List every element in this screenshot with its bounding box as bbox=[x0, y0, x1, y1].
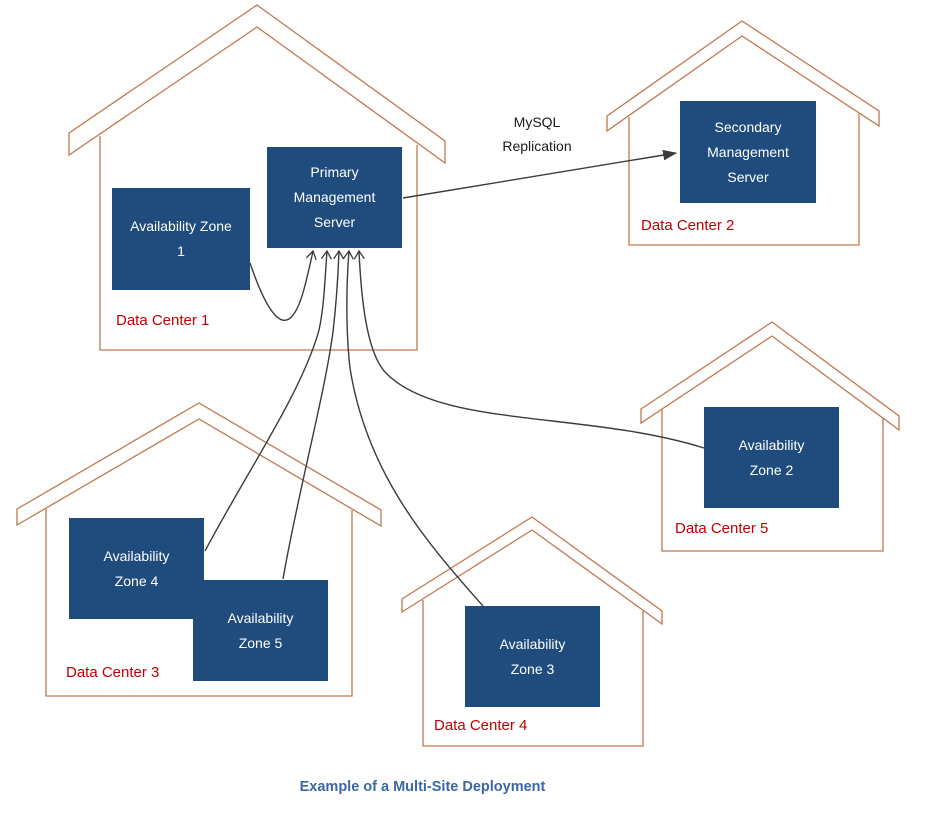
node-secondary-management-server: Secondary Management Server bbox=[680, 101, 816, 203]
connectors bbox=[204, 149, 705, 607]
label-data-center-3: Data Center 3 bbox=[66, 664, 160, 681]
house-roof bbox=[68, 4, 446, 165]
house-data-center-1 bbox=[68, 4, 446, 351]
label-data-center-4: Data Center 4 bbox=[434, 717, 528, 734]
node-primary-management-server: Primary Management Server bbox=[267, 147, 402, 248]
house-walls bbox=[422, 600, 644, 747]
house-walls bbox=[45, 509, 353, 697]
house-roof bbox=[401, 516, 663, 626]
house-roof bbox=[606, 20, 880, 133]
house-data-center-5 bbox=[640, 321, 900, 552]
label-data-center-5: Data Center 5 bbox=[675, 520, 769, 537]
house-walls bbox=[99, 136, 418, 351]
connector-primary-to-secondary bbox=[402, 149, 678, 199]
house-data-center-4 bbox=[401, 516, 663, 747]
connector-az5-to-primary bbox=[282, 249, 345, 580]
house-data-center-3 bbox=[16, 402, 382, 697]
house-walls bbox=[661, 410, 884, 552]
node-availability-zone-5: Availability Zone 5 bbox=[193, 580, 328, 681]
connector-az4-to-primary bbox=[204, 249, 332, 552]
label-mysql-replication: MySQL Replication bbox=[502, 114, 572, 154]
house-data-center-2 bbox=[606, 20, 880, 246]
house-walls bbox=[628, 114, 860, 246]
house-roof bbox=[16, 402, 382, 528]
connector-az3-to-primary bbox=[342, 249, 484, 607]
diagram-caption: Example of a Multi-Site Deployment bbox=[299, 779, 546, 795]
label-data-center-2: Data Center 2 bbox=[641, 217, 735, 234]
connector-az2-to-primary bbox=[353, 249, 705, 449]
node-availability-zone-1: Availability Zone 1 bbox=[112, 188, 250, 290]
house-roof bbox=[640, 321, 900, 432]
node-availability-zone-3: Availability Zone 3 bbox=[465, 606, 600, 707]
node-availability-zone-2: Availability Zone 2 bbox=[704, 407, 839, 508]
node-availability-zone-4: Availability Zone 4 bbox=[69, 518, 204, 619]
label-data-center-1: Data Center 1 bbox=[116, 312, 210, 329]
connector-az1-to-primary bbox=[249, 249, 317, 322]
